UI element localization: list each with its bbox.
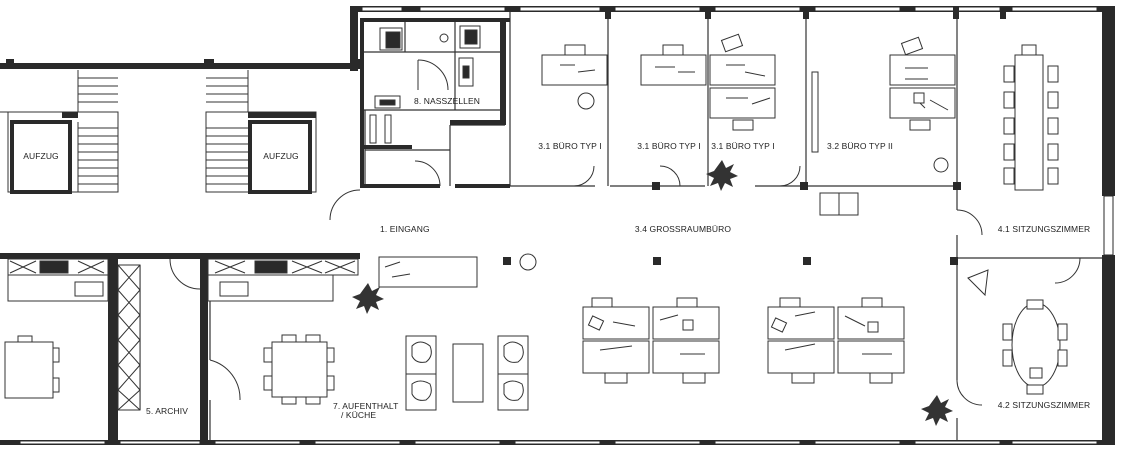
room-label-aufzug-2: AUFZUG <box>263 151 299 161</box>
room-label-sitzungszimmer-2: 4.2 SITZUNGSZIMMER <box>997 400 1091 410</box>
open-plan-furniture <box>378 192 905 411</box>
sanitary-fixtures <box>369 25 481 144</box>
room-label-grossraumbuero: 3.4 GROSSRAUMBÜRO <box>634 224 732 234</box>
room-label-nasszellen: 8. NASSZELLEN <box>414 96 481 106</box>
columns <box>6 7 1006 265</box>
room-label-aufzug-1: AUFZUG <box>23 151 59 161</box>
room-label-sitzungszimmer-1: 4.1 SITZUNGSZIMMER <box>997 224 1091 234</box>
room-label-buero-typ1-a: 3.1 BÜRO TYP I <box>538 141 602 151</box>
meeting-furniture <box>967 44 1068 395</box>
tables-west <box>4 334 335 405</box>
archive-shelves <box>117 264 141 411</box>
door-swings <box>169 59 1081 406</box>
room-label-buero-typ1-b: 3.1 BÜRO TYP I <box>637 141 701 151</box>
kitchen-counters <box>7 258 359 302</box>
room-label-archiv: 5. ARCHIV <box>146 406 188 416</box>
wet-cell-walls <box>360 18 510 188</box>
stair-cores <box>0 70 317 194</box>
office-desks <box>541 33 956 173</box>
windows-bottom <box>19 440 1098 445</box>
room-label-aufenthalt-line2: / KÜCHE <box>341 410 377 420</box>
room-label-buero-typ2: 3.2 BÜRO TYP II <box>827 141 893 151</box>
room-label-aufenthalt-line1: 7. AUFENTHALT <box>333 401 399 411</box>
room-label-eingang: 1. EINGANG <box>380 224 430 234</box>
plant-icons <box>352 160 953 426</box>
room-label-buero-typ1-c: 3.1 BÜRO TYP I <box>711 141 775 151</box>
windows-top <box>361 6 1098 12</box>
